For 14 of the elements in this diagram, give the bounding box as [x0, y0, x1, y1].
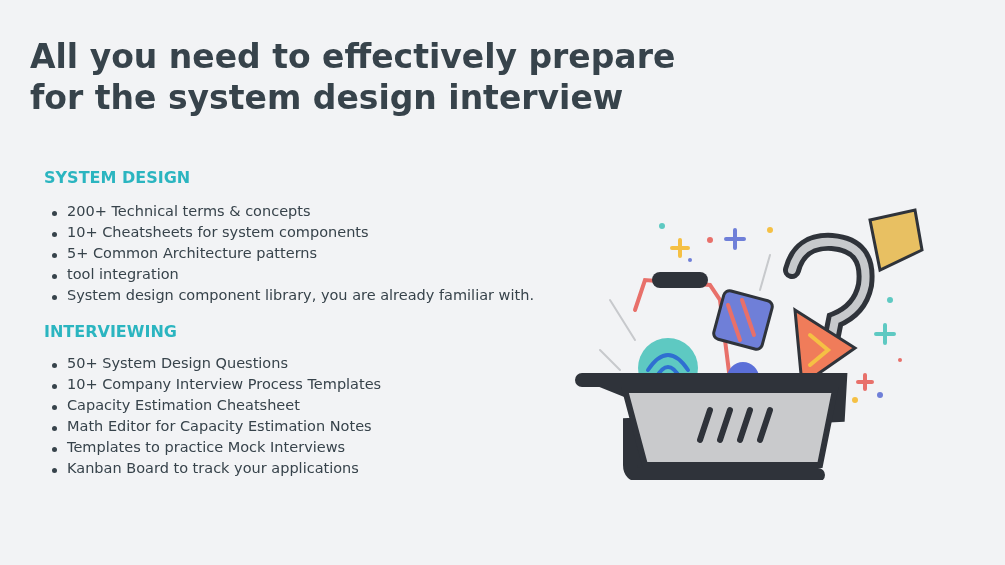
list-item: 200+ Technical terms & concepts [67, 203, 311, 219]
list-item: tool integration [67, 266, 179, 282]
list-item: Math Editor for Capacity Estimation Notes [67, 418, 372, 434]
list-item: System design component library, you are already familiar with. [67, 287, 534, 303]
list-item: Capacity Estimation Cheatsheet [67, 397, 300, 413]
list-item: Templates to practice Mock Interviews [67, 439, 346, 455]
title: All you need to effectively prepare for the system design interview [30, 36, 677, 119]
list-item: 10+ Cheatsheets for system components [67, 224, 369, 240]
list-item: 5+ Common Architecture patterns [67, 245, 318, 261]
list-item: 50+ System Design Questions [67, 355, 288, 371]
section-heading: INTERVIEWING [44, 322, 177, 341]
list-item: 10+ Company Interview Process Templates [67, 376, 382, 392]
list-item: Kanban Board to track your applications [67, 460, 359, 476]
section-heading: SYSTEM DESIGN [44, 168, 191, 187]
